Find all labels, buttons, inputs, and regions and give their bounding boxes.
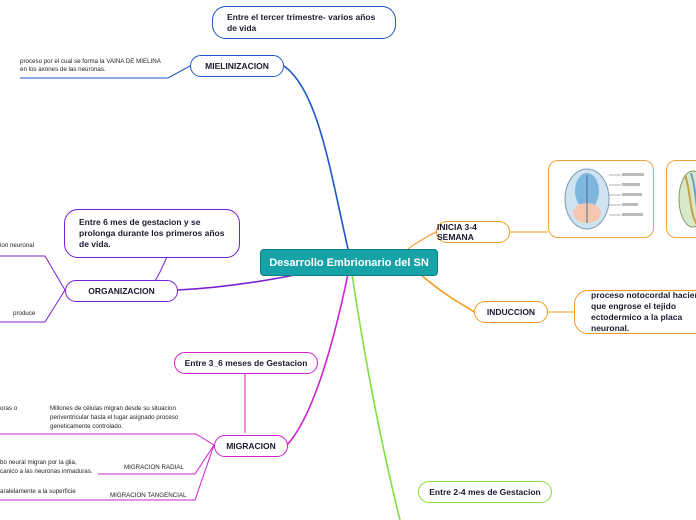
label-mielina-2: en los axones de las neuronas.: [20, 66, 106, 75]
label-migracion-tangencial: MIGRACION TANGENCIAL: [110, 492, 186, 501]
label-produce: produce: [13, 310, 35, 319]
central-topic[interactable]: Desarrollo Embrionario del SN: [260, 249, 438, 276]
node-migracion-label: MIGRACION: [226, 441, 276, 451]
label-ion-neuronal: ion neuronal: [0, 242, 34, 251]
label-radial-2: canico a las neuronas inmaduras.: [0, 468, 93, 477]
embryo-illustration-1: [549, 161, 653, 237]
label-millones-2: periventricular hasta el lugar asignado …: [50, 414, 178, 423]
node-organizacion-label: ORGANIZACION: [88, 286, 155, 296]
embryo-image-1: [548, 160, 654, 238]
node-organizacion[interactable]: ORGANIZACION: [65, 280, 178, 302]
label-radial-1: bo neural migran por la glia,: [0, 459, 77, 468]
label-millones-3: geneticamente controlado.: [50, 423, 123, 432]
label-oras-o: oras o: [0, 405, 17, 414]
node-mielinizacion-label: MIELINIZACION: [205, 61, 269, 71]
node-inicia-label: INICIA 3-4 SEMANA: [437, 222, 509, 242]
node-tres-seis-label: Entre 3_6 meses de Gestacion: [185, 358, 308, 368]
label-millones-1: Millones de células migran desde su situ…: [50, 405, 176, 414]
node-seis-mes[interactable]: Entre 6 mes de gestacion y se prolonga d…: [64, 209, 240, 258]
label-paralelamente: aralelamente a la superficie: [0, 488, 76, 497]
node-inicia[interactable]: INICIA 3-4 SEMANA: [436, 221, 510, 243]
node-induccion[interactable]: INDUCCION: [474, 301, 548, 323]
node-migracion[interactable]: MIGRACION: [214, 435, 288, 457]
node-tres-seis[interactable]: Entre 3_6 meses de Gestacion: [174, 352, 318, 374]
embryo-illustration-2: [667, 161, 696, 237]
node-proceso-notocordal-label: proceso notocordal haciendo que engrose …: [591, 290, 696, 334]
label-migracion-radial: MIGRACION RADIAL: [124, 464, 184, 473]
node-induccion-label: INDUCCION: [487, 307, 535, 317]
node-dos-cuatro[interactable]: Entre 2-4 mes de Gestacion: [418, 481, 552, 503]
node-mielinizacion[interactable]: MIELINIZACION: [190, 55, 284, 77]
node-seis-mes-label: Entre 6 mes de gestacion y se prolonga d…: [79, 217, 229, 250]
embryo-image-2: [666, 160, 696, 238]
node-tercer-trimestre-label: Entre el tercer trimestre- varios años d…: [227, 12, 377, 34]
node-tercer-trimestre[interactable]: Entre el tercer trimestre- varios años d…: [212, 6, 396, 39]
node-dos-cuatro-label: Entre 2-4 mes de Gestacion: [429, 487, 541, 497]
node-proceso-notocordal[interactable]: proceso notocordal haciendo que engrose …: [574, 290, 696, 334]
